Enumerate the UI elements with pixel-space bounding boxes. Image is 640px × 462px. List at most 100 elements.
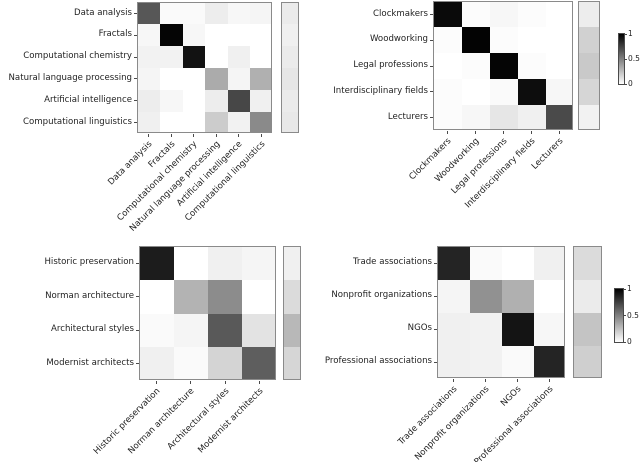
colorbar-tick-label: 0: [628, 79, 633, 88]
side-strip-cell: [579, 78, 599, 106]
heatmap-cell: [545, 104, 572, 129]
x-axis-tick: [258, 381, 260, 384]
heatmap-cell: [242, 247, 275, 281]
heatmap-cell: [140, 347, 175, 379]
heatmap-cell: [438, 312, 471, 347]
heatmap-cell: [517, 27, 547, 55]
x-axis-tick: [190, 381, 192, 384]
heatmap-cell: [208, 247, 244, 281]
x-axis-tick: [193, 133, 195, 137]
x-axis-tick: [503, 131, 504, 134]
x-axis-tick: [549, 379, 550, 382]
heatmap-cell: [173, 280, 209, 315]
heatmap-cell: [250, 2, 271, 26]
heatmap-cell: [489, 53, 519, 80]
heatmap-cell: [205, 111, 229, 132]
colorbar-tick-label: 0: [627, 337, 632, 346]
y-axis-tick: [430, 91, 433, 93]
side-strip-cell: [284, 280, 300, 315]
heatmap-cell: [533, 247, 564, 281]
x-axis-tick: [517, 379, 518, 382]
heatmap-cell: [182, 24, 206, 48]
heatmap-cell: [208, 313, 244, 348]
heatmap-cell: [182, 111, 206, 132]
colorbar-tick: [625, 58, 627, 60]
side-strip-cell: [282, 2, 298, 26]
heatmap-cell: [438, 279, 471, 314]
heatmap-cell: [461, 53, 491, 80]
row-label: Norman architecture: [45, 290, 134, 301]
heatmap-cell: [501, 279, 535, 314]
heatmap-cell: [438, 345, 471, 377]
y-axis-tick: [136, 296, 139, 298]
x-axis-tick: [170, 133, 172, 137]
x-axis-tick: [156, 381, 158, 384]
side-strip-cell: [579, 27, 599, 55]
y-axis-tick: [134, 78, 137, 80]
side-strip-cell: [282, 89, 298, 113]
side-strip: [578, 1, 600, 130]
y-axis-tick: [430, 39, 433, 41]
x-axis-tick: [447, 131, 448, 134]
y-axis-tick: [134, 122, 137, 124]
heatmap-cell: [469, 345, 503, 377]
x-axis-tick: [215, 133, 217, 137]
row-label: Architectural styles: [51, 324, 134, 335]
heatmap-cell: [434, 78, 463, 106]
row-label: Woodworking: [369, 34, 428, 45]
heatmap-cell: [250, 24, 271, 48]
heatmap-cell: [489, 104, 519, 129]
heatmap-cell: [160, 89, 184, 113]
y-axis-tick: [434, 295, 437, 297]
heatmap-cell: [250, 67, 271, 91]
y-axis-tick: [134, 100, 137, 102]
y-axis-tick: [430, 13, 433, 15]
heatmap-cell: [173, 247, 209, 281]
heatmap-cell: [545, 2, 572, 29]
x-axis-tick: [224, 381, 226, 384]
heatmap-cell: [138, 89, 161, 113]
row-label: Clockmakers: [373, 8, 428, 19]
heatmap-cell: [517, 2, 547, 29]
row-label: Natural language processing: [8, 73, 133, 84]
heatmap-cell: [208, 280, 244, 315]
side-strip-cell: [282, 67, 298, 91]
col-label: Trade associations: [396, 384, 460, 448]
heatmap-cell: [489, 78, 519, 106]
heatmap-cell: [501, 345, 535, 377]
heatmap-cell: [173, 347, 209, 379]
y-axis-tick: [134, 12, 137, 14]
heatmap-grid: [139, 246, 276, 380]
side-strip-cell: [574, 247, 601, 281]
row-label: Trade associations: [352, 257, 432, 268]
heatmap-cell: [501, 312, 535, 347]
heatmap-cell: [227, 89, 251, 113]
x-axis-tick: [531, 131, 532, 134]
heatmap-cell: [182, 67, 206, 91]
y-axis-tick: [430, 117, 433, 119]
heatmap-cell: [434, 2, 463, 29]
heatmap-cell: [469, 279, 503, 314]
row-label: Interdisciplinary fields: [333, 85, 428, 96]
heatmap-cell: [138, 111, 161, 132]
colorbar-tick-label: 1: [628, 29, 633, 38]
heatmap-grid: [433, 1, 573, 130]
side-strip-cell: [284, 247, 300, 281]
heatmap-cell: [160, 24, 184, 48]
y-axis-tick: [136, 363, 139, 365]
row-label: Legal professions: [353, 60, 428, 71]
heatmap-cell: [160, 67, 184, 91]
heatmap-cell: [140, 313, 175, 348]
row-label: Computational linguistics: [23, 116, 132, 127]
heatmap-cell: [461, 2, 491, 29]
heatmap-cell: [517, 104, 547, 129]
heatmap-cell: [138, 67, 161, 91]
heatmap-cell: [182, 2, 206, 26]
y-axis-tick: [434, 262, 437, 264]
heatmap-cell: [469, 312, 503, 347]
y-axis-tick: [134, 56, 137, 58]
heatmap-cell: [227, 46, 251, 69]
heatmap-cell: [182, 89, 206, 113]
